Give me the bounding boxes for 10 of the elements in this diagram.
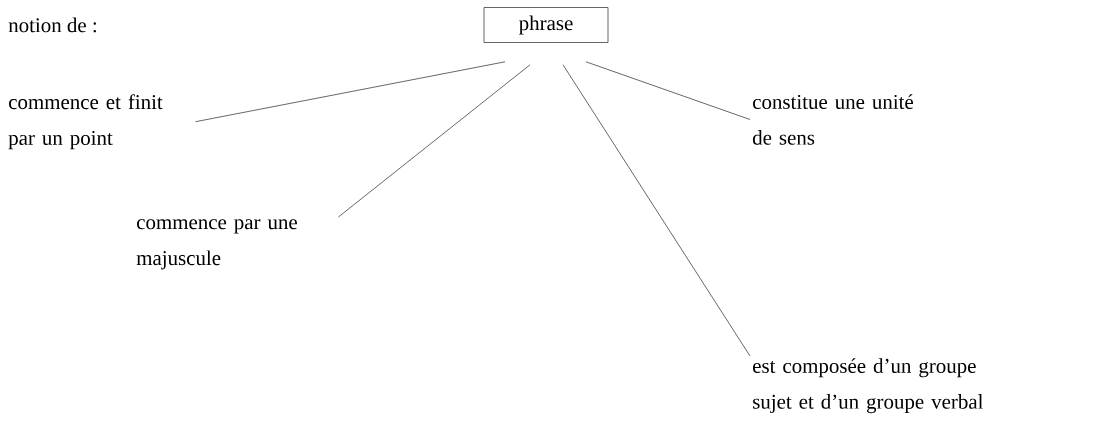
connector-line [338,64,531,218]
heading-text: notion de : [8,17,96,33]
concept-text: commence par une majuscule [136,219,297,270]
concept-text: commence et finit par un point [8,94,163,150]
phrase-box: phrase [483,7,609,43]
connector-line [195,61,506,123]
concept-text: est composée d’un groupe sujet et d’un groupe verbal [753,358,983,414]
concept-text: constitue une unité de sens [752,94,913,145]
connector-line [562,64,751,357]
connector-line [585,61,751,120]
